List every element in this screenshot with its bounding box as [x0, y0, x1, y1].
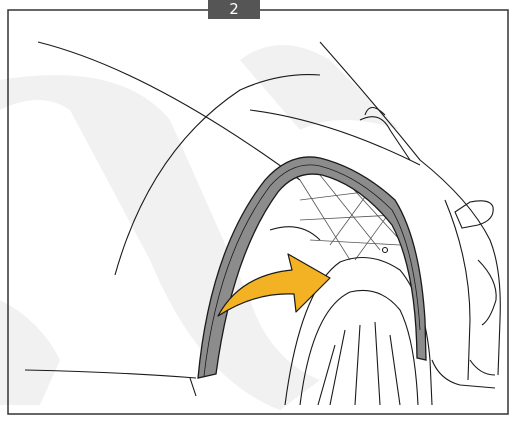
step-number-badge: 2	[208, 0, 260, 19]
